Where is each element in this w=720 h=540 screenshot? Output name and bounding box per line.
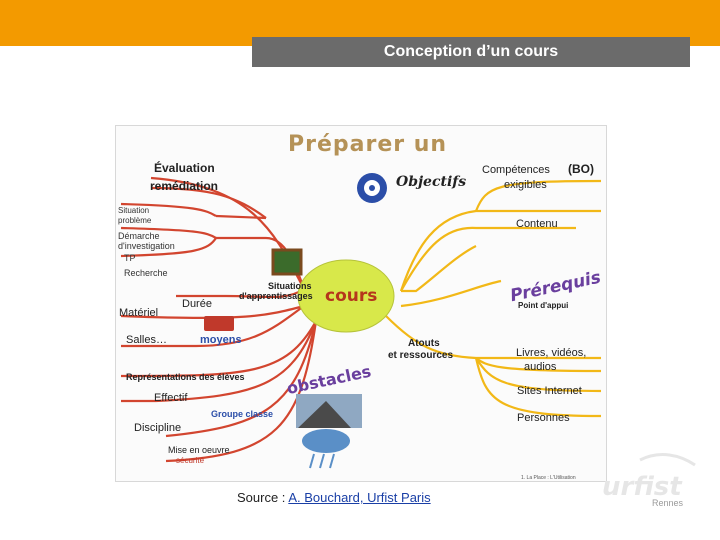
label-effectif: Effectif: [154, 392, 188, 404]
right-branches: [385, 179, 602, 418]
logo-city: Rennes: [652, 498, 684, 508]
center-label: cours: [325, 286, 377, 306]
label-livres-1: Livres, vidéos,: [516, 347, 586, 359]
target-icon-center: [369, 185, 375, 191]
label-securite: sécurité: [176, 456, 205, 465]
label-exigibles: exigibles: [504, 179, 547, 191]
label-livres-2: audios: [524, 361, 557, 373]
footer-note: 1. La Place : L'Utilisation: [521, 475, 576, 481]
label-demarche-2: d'investigation: [118, 241, 175, 251]
label-obstacles: obstacles: [285, 362, 373, 398]
label-sites: Sites Internet: [517, 385, 582, 397]
label-discipline: Discipline: [134, 422, 181, 434]
label-atouts-2: et ressources: [388, 350, 453, 361]
label-evaluation: Évaluation: [154, 160, 215, 175]
mountain-peak-icon: [298, 401, 351, 428]
label-mise-en-oeuvre: Mise en oeuvre: [168, 445, 230, 455]
rain-icon: [309, 453, 335, 469]
label-objectifs: Objectifs: [396, 174, 466, 190]
source-link[interactable]: A. Bouchard, Urfist Paris: [288, 490, 431, 505]
chalkboard-icon: [271, 248, 303, 276]
label-duree: Durée: [182, 298, 212, 310]
label-atouts-1: Atouts: [408, 338, 440, 349]
label-competences: Compétences: [482, 164, 550, 176]
label-materiel: Matériel: [119, 307, 158, 319]
slide-title: Conception d’un cours: [252, 37, 690, 67]
label-situation-probleme-2: problème: [118, 216, 152, 225]
mindmap-title: Préparer un: [288, 132, 447, 157]
urfist-logo: urfist: [602, 453, 696, 502]
label-moyens: moyens: [200, 334, 242, 346]
center-node: [297, 259, 395, 333]
left-branches: [120, 176, 318, 463]
label-remediation: remédiation: [150, 179, 218, 193]
label-recherche: Recherche: [124, 268, 168, 278]
label-bo: (BO): [568, 162, 594, 176]
toolbox-icon: [204, 316, 234, 331]
label-situations-2: d'apprentissages: [239, 291, 313, 301]
label-situation-probleme-1: Situation: [118, 206, 149, 215]
source-caption: Source : A. Bouchard, Urfist Paris: [237, 490, 431, 505]
label-point-appui: Point d'appui: [518, 301, 568, 310]
label-tp: TP: [124, 253, 136, 263]
label-salles: Salles…: [126, 334, 167, 346]
label-demarche-1: Démarche: [118, 231, 160, 241]
label-groupe-classe: Groupe classe: [211, 409, 273, 419]
storm-cloud-icon: [302, 429, 350, 453]
urfist-logo-swoosh: [639, 453, 696, 467]
label-contenu: Contenu: [516, 218, 558, 230]
mindmap-image: Préparer un cours Évaluation remédiati: [115, 125, 607, 482]
label-personnes: Personnes: [517, 412, 570, 424]
label-representations: Représentations des élèves: [126, 372, 245, 382]
urfist-logo-word: urfist: [602, 472, 683, 502]
source-prefix: Source :: [237, 490, 289, 505]
label-situations-1: Situations: [268, 281, 312, 291]
